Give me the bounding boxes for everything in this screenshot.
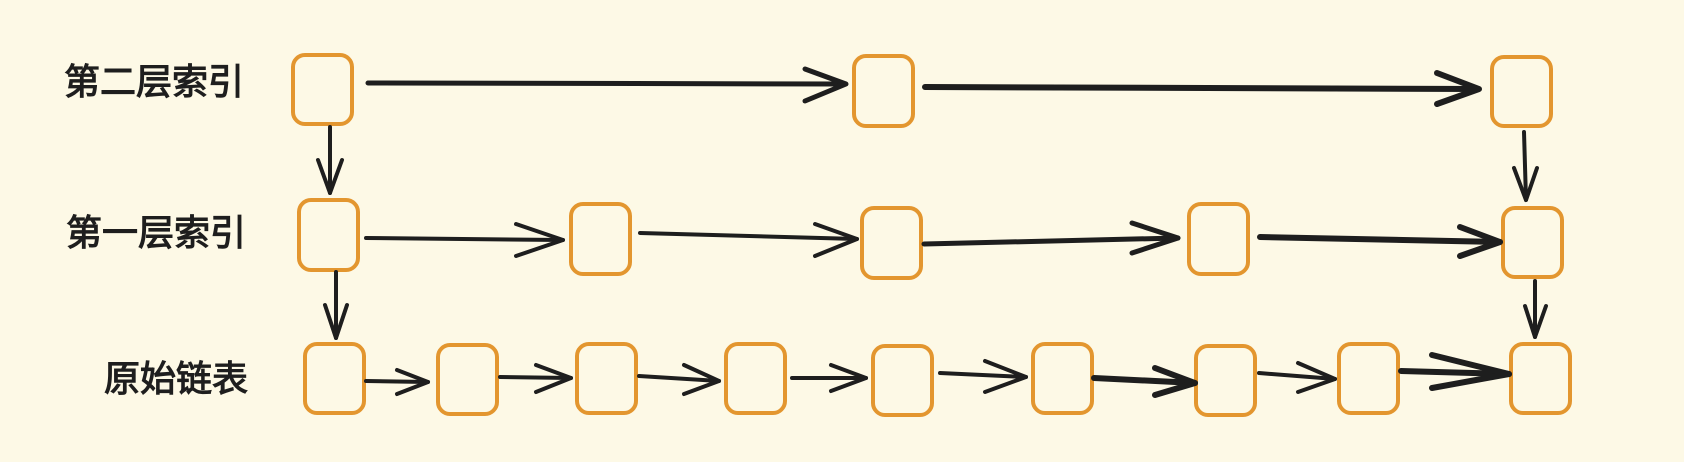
base-list-nodes <box>303 342 1572 417</box>
node <box>569 202 632 276</box>
node <box>436 343 499 416</box>
level-2-arrows <box>365 66 1482 107</box>
arrow <box>938 359 1028 394</box>
node <box>1194 344 1257 417</box>
arrow <box>323 270 349 340</box>
node <box>1031 342 1094 415</box>
node <box>860 206 923 280</box>
down-arrows-2-to-1 <box>316 125 1539 202</box>
node <box>303 342 366 415</box>
node <box>1490 55 1553 128</box>
level-1-nodes <box>297 198 1564 280</box>
node <box>871 344 934 417</box>
arrow <box>790 363 868 393</box>
arrow <box>1091 365 1198 398</box>
node <box>724 342 787 415</box>
arrow <box>316 125 344 195</box>
arrow <box>638 222 859 258</box>
level-1-arrows <box>364 220 1503 259</box>
node <box>297 198 360 272</box>
arrow <box>1257 224 1503 259</box>
arrow <box>637 363 721 396</box>
label-level-2: 第二层索引 <box>64 62 244 103</box>
arrow <box>1257 361 1337 394</box>
arrow <box>364 368 430 396</box>
arrow <box>922 70 1482 107</box>
arrow <box>364 222 565 258</box>
node <box>575 342 638 415</box>
arrow <box>1523 279 1548 339</box>
arrow <box>1398 352 1512 391</box>
label-base-list: 原始链表 <box>104 359 248 400</box>
node <box>291 53 354 126</box>
arrow <box>365 66 849 104</box>
down-arrows-1-to-base <box>323 270 1548 340</box>
base-list-arrows <box>364 352 1512 398</box>
node <box>1509 342 1572 415</box>
node <box>1337 342 1400 415</box>
level-2-nodes <box>291 53 1553 128</box>
node <box>1187 202 1250 276</box>
arrow <box>1512 130 1539 202</box>
label-level-1: 第一层索引 <box>66 213 246 254</box>
node <box>852 54 915 128</box>
node <box>1501 206 1564 279</box>
arrow <box>498 363 573 394</box>
arrow <box>921 220 1181 256</box>
